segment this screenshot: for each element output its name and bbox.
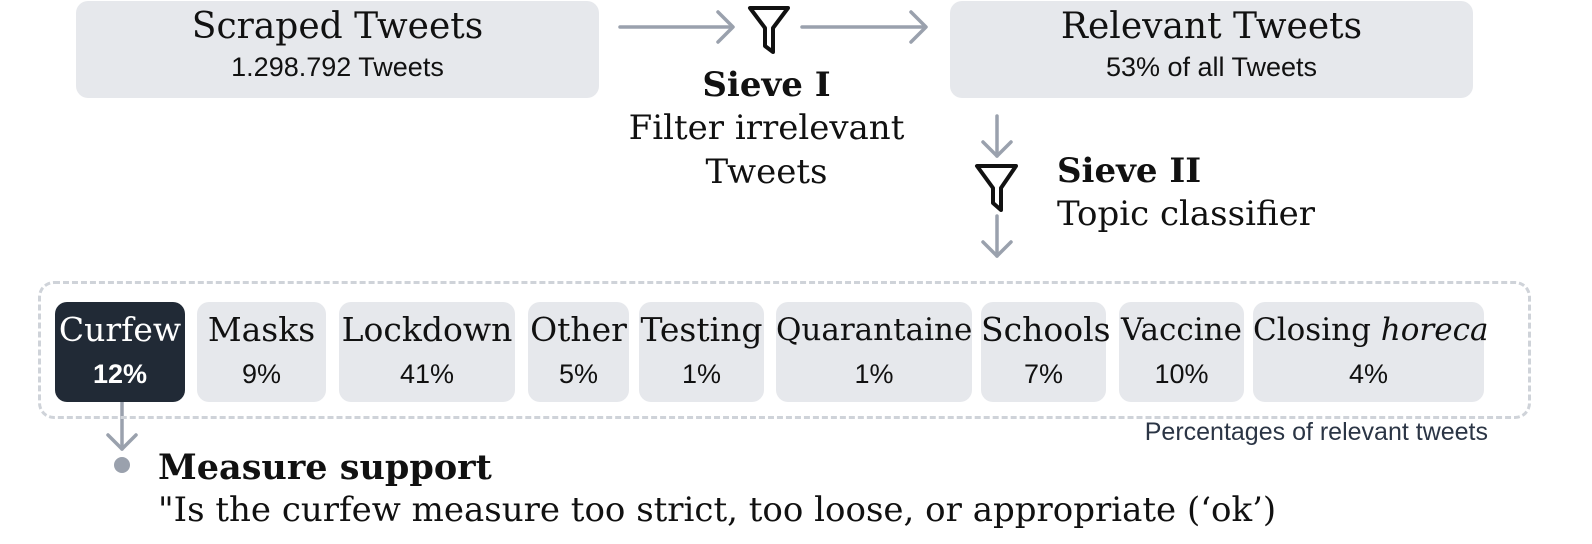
funnel-icon xyxy=(975,164,1018,212)
arrow-down-icon xyxy=(981,114,1013,158)
topic-percentage: 9% xyxy=(241,359,282,389)
arrow-down-icon xyxy=(981,214,1013,258)
relevant-tweets-title: Relevant Tweets xyxy=(1060,6,1363,47)
funnel-icon xyxy=(748,6,790,54)
topics-container xyxy=(38,281,1531,419)
topic-percentage: 4% xyxy=(1348,359,1389,389)
topic-name: Closing horeca xyxy=(1253,310,1488,350)
topic-quarantaine: Quarantaine 1% xyxy=(776,302,972,402)
topic-percentage: 1% xyxy=(854,359,894,389)
topic-percentage: 1% xyxy=(681,359,722,389)
topic-lockdown: Lockdown 41% xyxy=(339,302,515,402)
topic-percentage: 7% xyxy=(1023,359,1064,389)
bullet-dot-icon xyxy=(114,457,130,473)
topic-schools: Schools 7% xyxy=(981,302,1111,402)
topic-testing: Testing 1% xyxy=(639,302,764,402)
scraped-tweets-title: Scraped Tweets xyxy=(191,6,484,47)
sieve-1-title: Sieve I xyxy=(702,65,831,105)
sieve-2-desc: Topic classifier xyxy=(1057,194,1316,234)
measure-support-question: "Is the curfew measure too strict, too l… xyxy=(158,490,1277,530)
measure-support-title: Measure support xyxy=(158,447,492,488)
topic-curfew: Curfew 12% xyxy=(55,302,185,402)
topic-vaccine: Vaccine 10% xyxy=(1119,302,1244,402)
topic-percentage: 10% xyxy=(1154,359,1209,389)
sieve-1-desc-line1: Filter irrelevant xyxy=(628,108,905,148)
topic-percentage: 41% xyxy=(399,359,455,389)
topic-name: Lockdown xyxy=(341,310,513,349)
topic-name: Vaccine xyxy=(1121,312,1242,348)
arrow-right-icon xyxy=(800,10,928,44)
topic-name: Curfew xyxy=(58,310,182,349)
topic-name: Quarantaine xyxy=(776,312,973,348)
topic-name: Testing xyxy=(640,310,763,349)
topic-percentage: 12% xyxy=(92,359,148,389)
topic-name-prefix: Closing xyxy=(1253,312,1381,348)
relevant-tweets-box: Relevant Tweets 53% of all Tweets xyxy=(950,1,1473,98)
scraped-tweets-box: Scraped Tweets 1.298.792 Tweets xyxy=(76,1,599,98)
topic-masks: Masks 9% xyxy=(197,302,326,402)
topic-name: Masks xyxy=(207,310,316,349)
topic-name: Schools xyxy=(981,310,1111,349)
topic-name-italic: horeca xyxy=(1380,312,1489,348)
sieve-2-block: Sieve II Topic classifier xyxy=(1057,150,1315,236)
sieve-2-title: Sieve II xyxy=(1057,151,1202,191)
sieve-1-desc-line2: Tweets xyxy=(705,152,828,192)
topics-note: Percentages of relevant tweets xyxy=(1144,418,1488,446)
scraped-tweets-count: 1.298.792 Tweets xyxy=(231,52,444,82)
topic-percentage: 5% xyxy=(558,359,599,389)
relevant-tweets-share: 53% of all Tweets xyxy=(1105,52,1318,82)
topic-closing-horeca: Closing horeca 4% xyxy=(1253,302,1488,402)
topic-other: Other 5% xyxy=(528,302,629,402)
arrow-right-icon xyxy=(618,10,735,44)
sieve-1-block: Sieve I Filter irrelevant Tweets xyxy=(600,64,933,194)
topic-name: Other xyxy=(530,310,627,349)
arrow-down-icon xyxy=(106,392,138,451)
